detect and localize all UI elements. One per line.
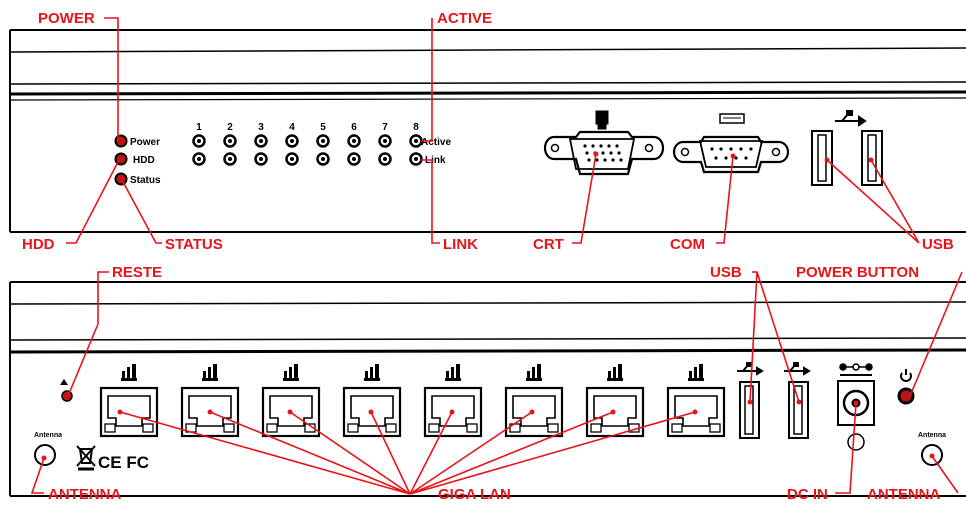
callout-usb-front: USB: [922, 236, 954, 253]
port-number-label: 1: [196, 122, 202, 133]
network-icon: [607, 364, 623, 381]
front-panel: Power HDD Status 1 2 3 4 5 6 7 8 Active Link: [9, 29, 966, 233]
back-usb-port-1: [739, 381, 760, 439]
dc-polarity-icon: [839, 363, 873, 376]
power-button: [897, 369, 915, 405]
callout-power-button: POWER BUTTON: [796, 264, 919, 281]
back-usb-port-2: [788, 381, 809, 439]
lan-port-6: [504, 364, 564, 438]
back-panel: Antenna Antenna CE FC: [9, 281, 966, 497]
port-active-led: [378, 134, 392, 148]
lan-port-5: [423, 364, 483, 438]
port-number-label: 3: [258, 122, 264, 133]
network-icon: [121, 364, 137, 381]
front-usb-ports: [811, 110, 883, 186]
port-number-label: 4: [289, 122, 295, 133]
callout-antenna-right: ANTENNA: [867, 486, 940, 503]
lan-port-7: [585, 364, 645, 438]
status-led: [114, 172, 128, 186]
usb-icon: [737, 362, 764, 376]
power-led: [114, 134, 128, 148]
lan-port-1: [99, 364, 159, 438]
crt-port: [543, 110, 665, 176]
com-port: [672, 113, 790, 174]
lan-port-8: [666, 364, 726, 438]
active-led-label: Active: [421, 137, 451, 148]
callout-labels: POWER ACTIVE HDD STATUS LINK CRT COM USB…: [22, 10, 954, 503]
monitor-icon: [595, 110, 609, 125]
port-led-grid: 1 2 3 4 5 6 7 8: [192, 122, 423, 166]
port-link-led: [223, 152, 237, 166]
usb-icon: [784, 362, 811, 376]
port-number-label: 8: [413, 122, 419, 133]
callout-active: ACTIVE: [437, 10, 492, 27]
network-icon: [445, 364, 461, 381]
network-icon: [202, 364, 218, 381]
callout-antenna-left: ANTENNA: [48, 486, 121, 503]
front-usb-port-2: [861, 130, 883, 186]
serial-icon: [719, 113, 745, 124]
network-icon: [364, 364, 380, 381]
port-active-led: [254, 134, 268, 148]
back-usb-ports: [737, 362, 811, 439]
port-link-led: [192, 152, 206, 166]
power-led-label: Power: [130, 137, 160, 148]
port-link-led: [378, 152, 392, 166]
antenna-right: Antenna: [918, 432, 946, 466]
antenna-left: Antenna: [34, 432, 62, 466]
callout-leaders: [30, 17, 963, 495]
callout-usb-back: USB: [710, 264, 742, 281]
power-symbol-icon: [900, 369, 912, 382]
network-icon: [526, 364, 542, 381]
cert-text: CE FC: [98, 453, 149, 472]
certification-marks: CE FC: [76, 445, 149, 472]
port-number-label: 6: [351, 122, 357, 133]
callout-hdd: HDD: [22, 236, 55, 253]
port-link-led: [254, 152, 268, 166]
port-link-led: [316, 152, 330, 166]
port-link-led: [347, 152, 361, 166]
port-active-led: [347, 134, 361, 148]
hdd-led-label: HDD: [133, 155, 155, 166]
port-active-led: [316, 134, 330, 148]
lan-port-2: [180, 364, 240, 438]
lan-ports: [99, 364, 726, 438]
port-active-led: [409, 134, 423, 148]
port-link-led: [409, 152, 423, 166]
front-usb-port-1: [811, 130, 833, 186]
front-led-group: Power HDD Status: [114, 134, 161, 186]
front-chassis: [9, 29, 966, 233]
lan-port-3: [261, 364, 321, 438]
port-active-led: [223, 134, 237, 148]
port-number-label: 7: [382, 122, 388, 133]
back-chassis: [9, 281, 966, 497]
network-icon: [688, 364, 704, 381]
callout-com: COM: [670, 236, 705, 253]
antenna-left-label: Antenna: [34, 432, 62, 439]
callout-reset: RESTE: [112, 264, 162, 281]
port-number-label: 5: [320, 122, 326, 133]
lan-port-4: [342, 364, 402, 438]
callout-dc-in: DC IN: [787, 486, 828, 503]
status-led-label: Status: [130, 175, 161, 186]
callout-crt: CRT: [533, 236, 564, 253]
link-led-label: Link: [425, 155, 446, 166]
port-number-label: 2: [227, 122, 233, 133]
antenna-right-label: Antenna: [918, 432, 946, 439]
weee-bin-icon: [76, 445, 96, 471]
usb-icon: [835, 110, 867, 127]
callout-power: POWER: [38, 10, 95, 27]
port-active-led: [192, 134, 206, 148]
callout-link: LINK: [443, 236, 478, 253]
callout-status: STATUS: [165, 236, 223, 253]
port-active-led: [285, 134, 299, 148]
port-link-led: [285, 152, 299, 166]
network-icon: [283, 364, 299, 381]
callout-giga-lan: GIGA LAN: [438, 486, 511, 503]
